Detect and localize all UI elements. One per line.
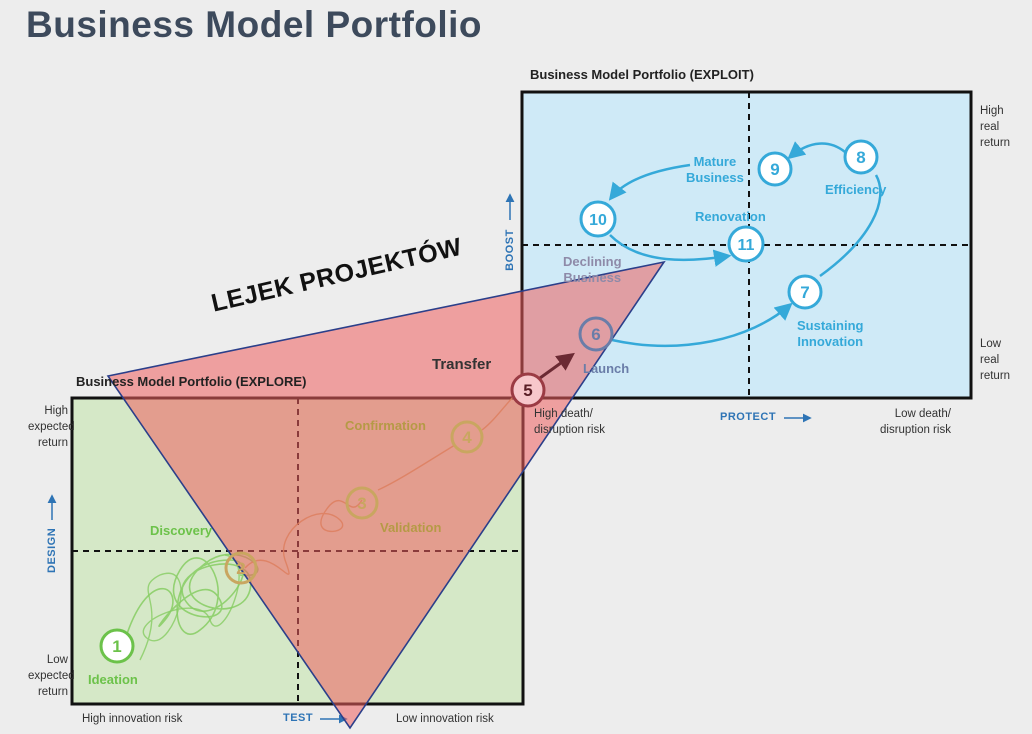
- svg-text:3: 3: [357, 494, 366, 513]
- stage-1-circle: 1: [99, 628, 135, 664]
- stage-6-circle: 6: [578, 316, 614, 352]
- design-axis-label: DESIGN: [46, 527, 58, 573]
- transfer-label: Transfer: [432, 356, 492, 373]
- stage-3-label: Validation: [380, 520, 442, 535]
- page-title: Business Model Portfolio: [26, 4, 483, 45]
- stage-10-label: Declining Business: [563, 254, 622, 285]
- stage-7-circle: 7: [787, 274, 823, 310]
- protect-axis-label: PROTECT: [720, 411, 777, 423]
- arrow-7-to-8: [819, 174, 882, 278]
- stage-11-circle: 11: [727, 225, 765, 263]
- stage-9-label: Mature Business: [686, 154, 744, 185]
- stage-4-circle: 4: [450, 420, 484, 454]
- exploration-scribble: [124, 553, 259, 641]
- svg-text:8: 8: [856, 148, 865, 167]
- test-axis-label: TEST: [283, 712, 314, 724]
- exploit-x-right-label: Low death/ disruption risk: [880, 408, 951, 436]
- arrow-6-to-7: [611, 302, 793, 347]
- stage-4-label: Confirmation: [345, 418, 426, 433]
- stage-3-circle: 3: [345, 486, 379, 520]
- explore-x-left-label: High innovation risk: [82, 713, 183, 725]
- stage-8-circle: 8: [843, 139, 879, 175]
- exploit-panel-title: Business Model Portfolio (EXPLOIT): [530, 67, 754, 82]
- explore-y-bottom-label: Low expected return: [28, 654, 75, 698]
- stage-10-circle: 10: [579, 200, 617, 238]
- exploit-y-bottom-label: Low real return: [980, 338, 1011, 382]
- stage-1-label: Ideation: [88, 672, 138, 687]
- arrow-8-to-9: [787, 141, 846, 160]
- stage-6-label: Launch: [583, 361, 630, 376]
- transfer-arrow: [539, 352, 575, 380]
- stage-2-label: Discovery: [150, 523, 213, 538]
- arrow-9-to-10: [608, 163, 691, 201]
- stage-8-label: Efficiency: [825, 182, 887, 197]
- svg-text:10: 10: [589, 212, 607, 229]
- exploration-scribble-2: [139, 554, 240, 661]
- svg-text:4: 4: [462, 428, 472, 447]
- stage-7-label: Sustaining Innovation: [797, 318, 864, 349]
- stage-5-circle: 5: [510, 372, 546, 408]
- explore-x-right-label: Low innovation risk: [396, 713, 494, 725]
- svg-text:5: 5: [523, 381, 532, 400]
- boost-axis-label: BOOST: [504, 229, 516, 271]
- svg-text:6: 6: [591, 325, 600, 344]
- svg-text:1: 1: [112, 637, 121, 656]
- svg-text:2: 2: [236, 559, 245, 578]
- svg-text:7: 7: [800, 283, 809, 302]
- explore-panel-title: Business Model Portfolio (EXPLORE): [76, 374, 307, 389]
- exploit-x-left-label: High death/ disruption risk: [534, 408, 605, 436]
- svg-text:11: 11: [738, 237, 755, 254]
- svg-text:9: 9: [770, 160, 779, 179]
- stage-2-circle: 2: [224, 551, 258, 585]
- stage-11-label: Renovation: [695, 209, 766, 224]
- exploit-y-top-label: High real return: [980, 105, 1011, 149]
- explore-y-top-label: High expected return: [28, 405, 75, 449]
- arrow-10-to-11: [609, 234, 732, 267]
- stage-9-circle: 9: [757, 151, 793, 187]
